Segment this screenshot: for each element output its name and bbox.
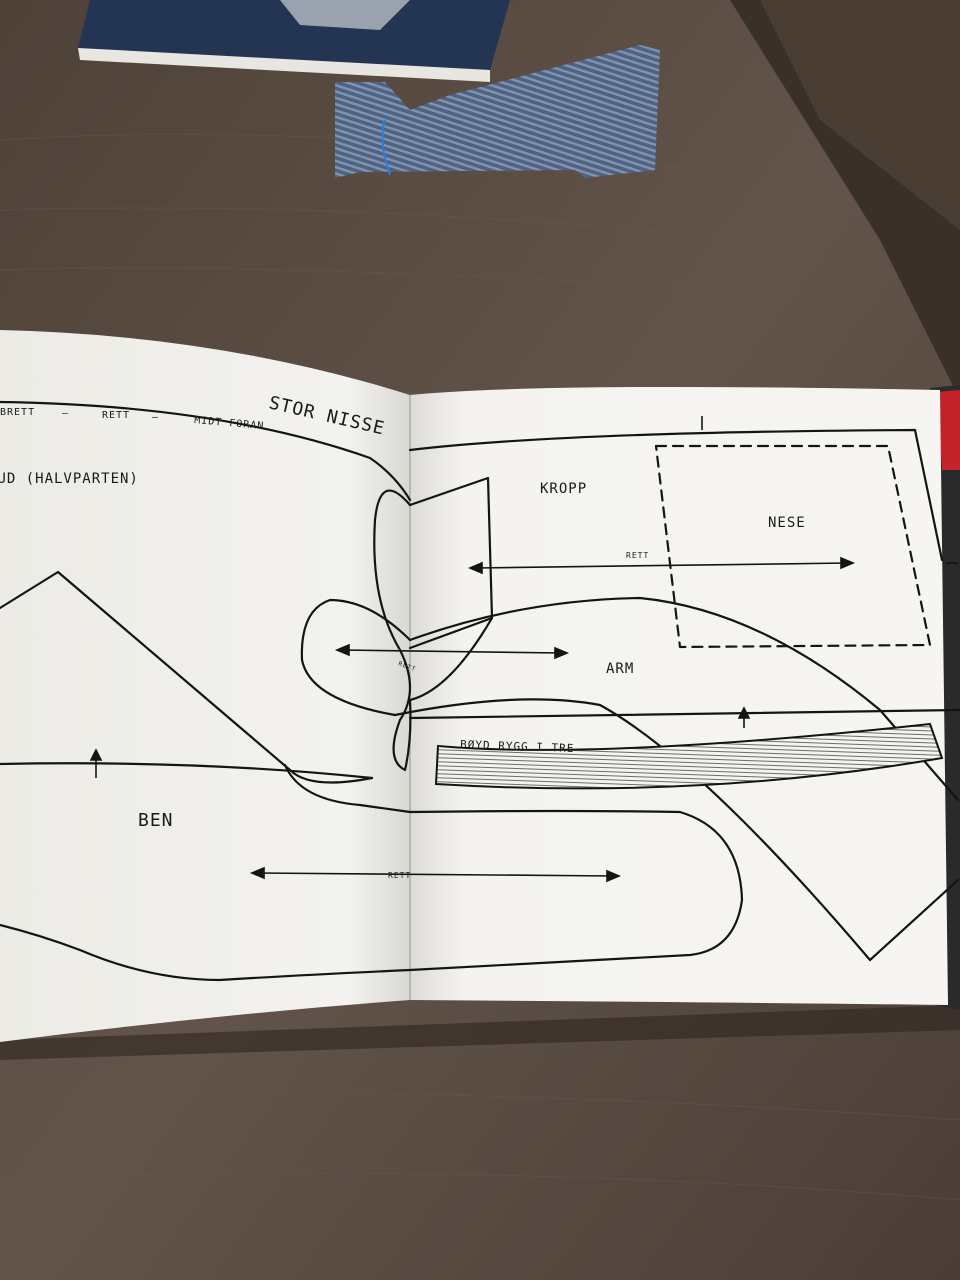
bench [760, 0, 960, 230]
grain-label-leg: RETT [388, 871, 411, 880]
wood-back-label: BØYD RYGG I TRE [460, 738, 575, 755]
grain-arrows [89, 416, 958, 883]
piece-arm-label: ARM [606, 661, 634, 677]
right-page [410, 386, 948, 1005]
book-shadow [0, 1005, 960, 1060]
blue-thread [381, 119, 391, 176]
dark-blue-book [78, 0, 510, 82]
straight-label: RETT [102, 410, 130, 421]
left-page-heading: HUD (HALVPARTEN) [0, 471, 139, 487]
piece-body-label: KROPP [540, 481, 587, 497]
piece-nose-label: NESE [768, 515, 806, 531]
wood-back-strip [434, 722, 944, 790]
denim-fabric-scrap [335, 45, 660, 178]
fold-dash-1: – [62, 408, 69, 419]
red-cover-edge [936, 390, 960, 470]
left-page [0, 330, 410, 1042]
fold-dash-2: – [152, 412, 159, 423]
pattern-lines [0, 400, 960, 982]
fold-label: BRETT [0, 407, 35, 418]
grain-label-body: RETT [626, 551, 649, 560]
piece-leg-label: BEN [138, 810, 174, 831]
